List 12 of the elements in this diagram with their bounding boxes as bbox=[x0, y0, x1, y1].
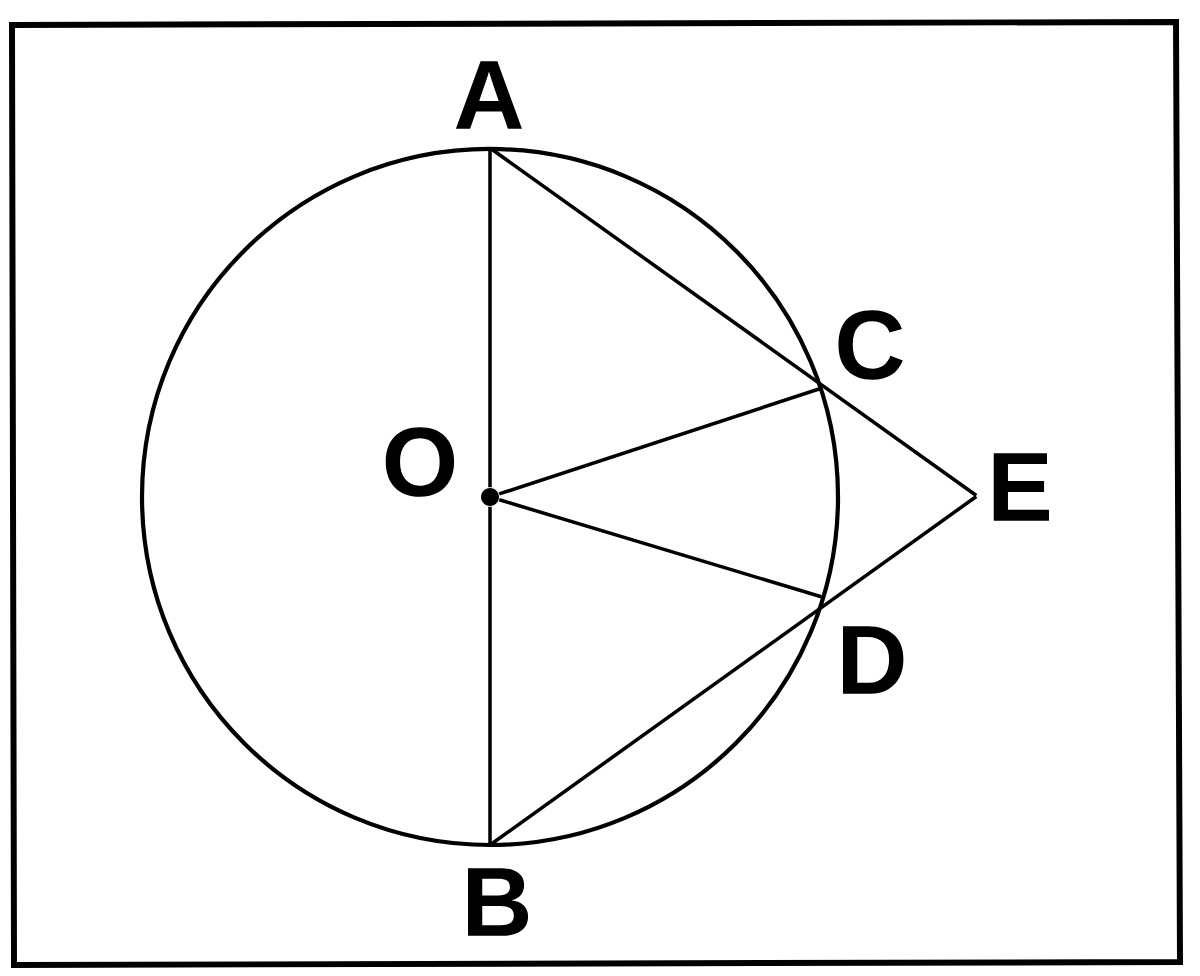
point-label: O bbox=[385, 427, 499, 506]
line-segment bbox=[489, 147, 978, 497]
point-label: B bbox=[468, 868, 529, 936]
line-segment bbox=[488, 506, 492, 845]
line-segment bbox=[489, 495, 978, 846]
point-label: E bbox=[993, 453, 1049, 521]
point-label: D bbox=[843, 626, 904, 694]
line-segment bbox=[488, 148, 492, 488]
line-segment bbox=[498, 386, 822, 496]
line-segment bbox=[498, 498, 822, 599]
point-label: A bbox=[455, 61, 522, 129]
point-label: C bbox=[838, 310, 903, 380]
